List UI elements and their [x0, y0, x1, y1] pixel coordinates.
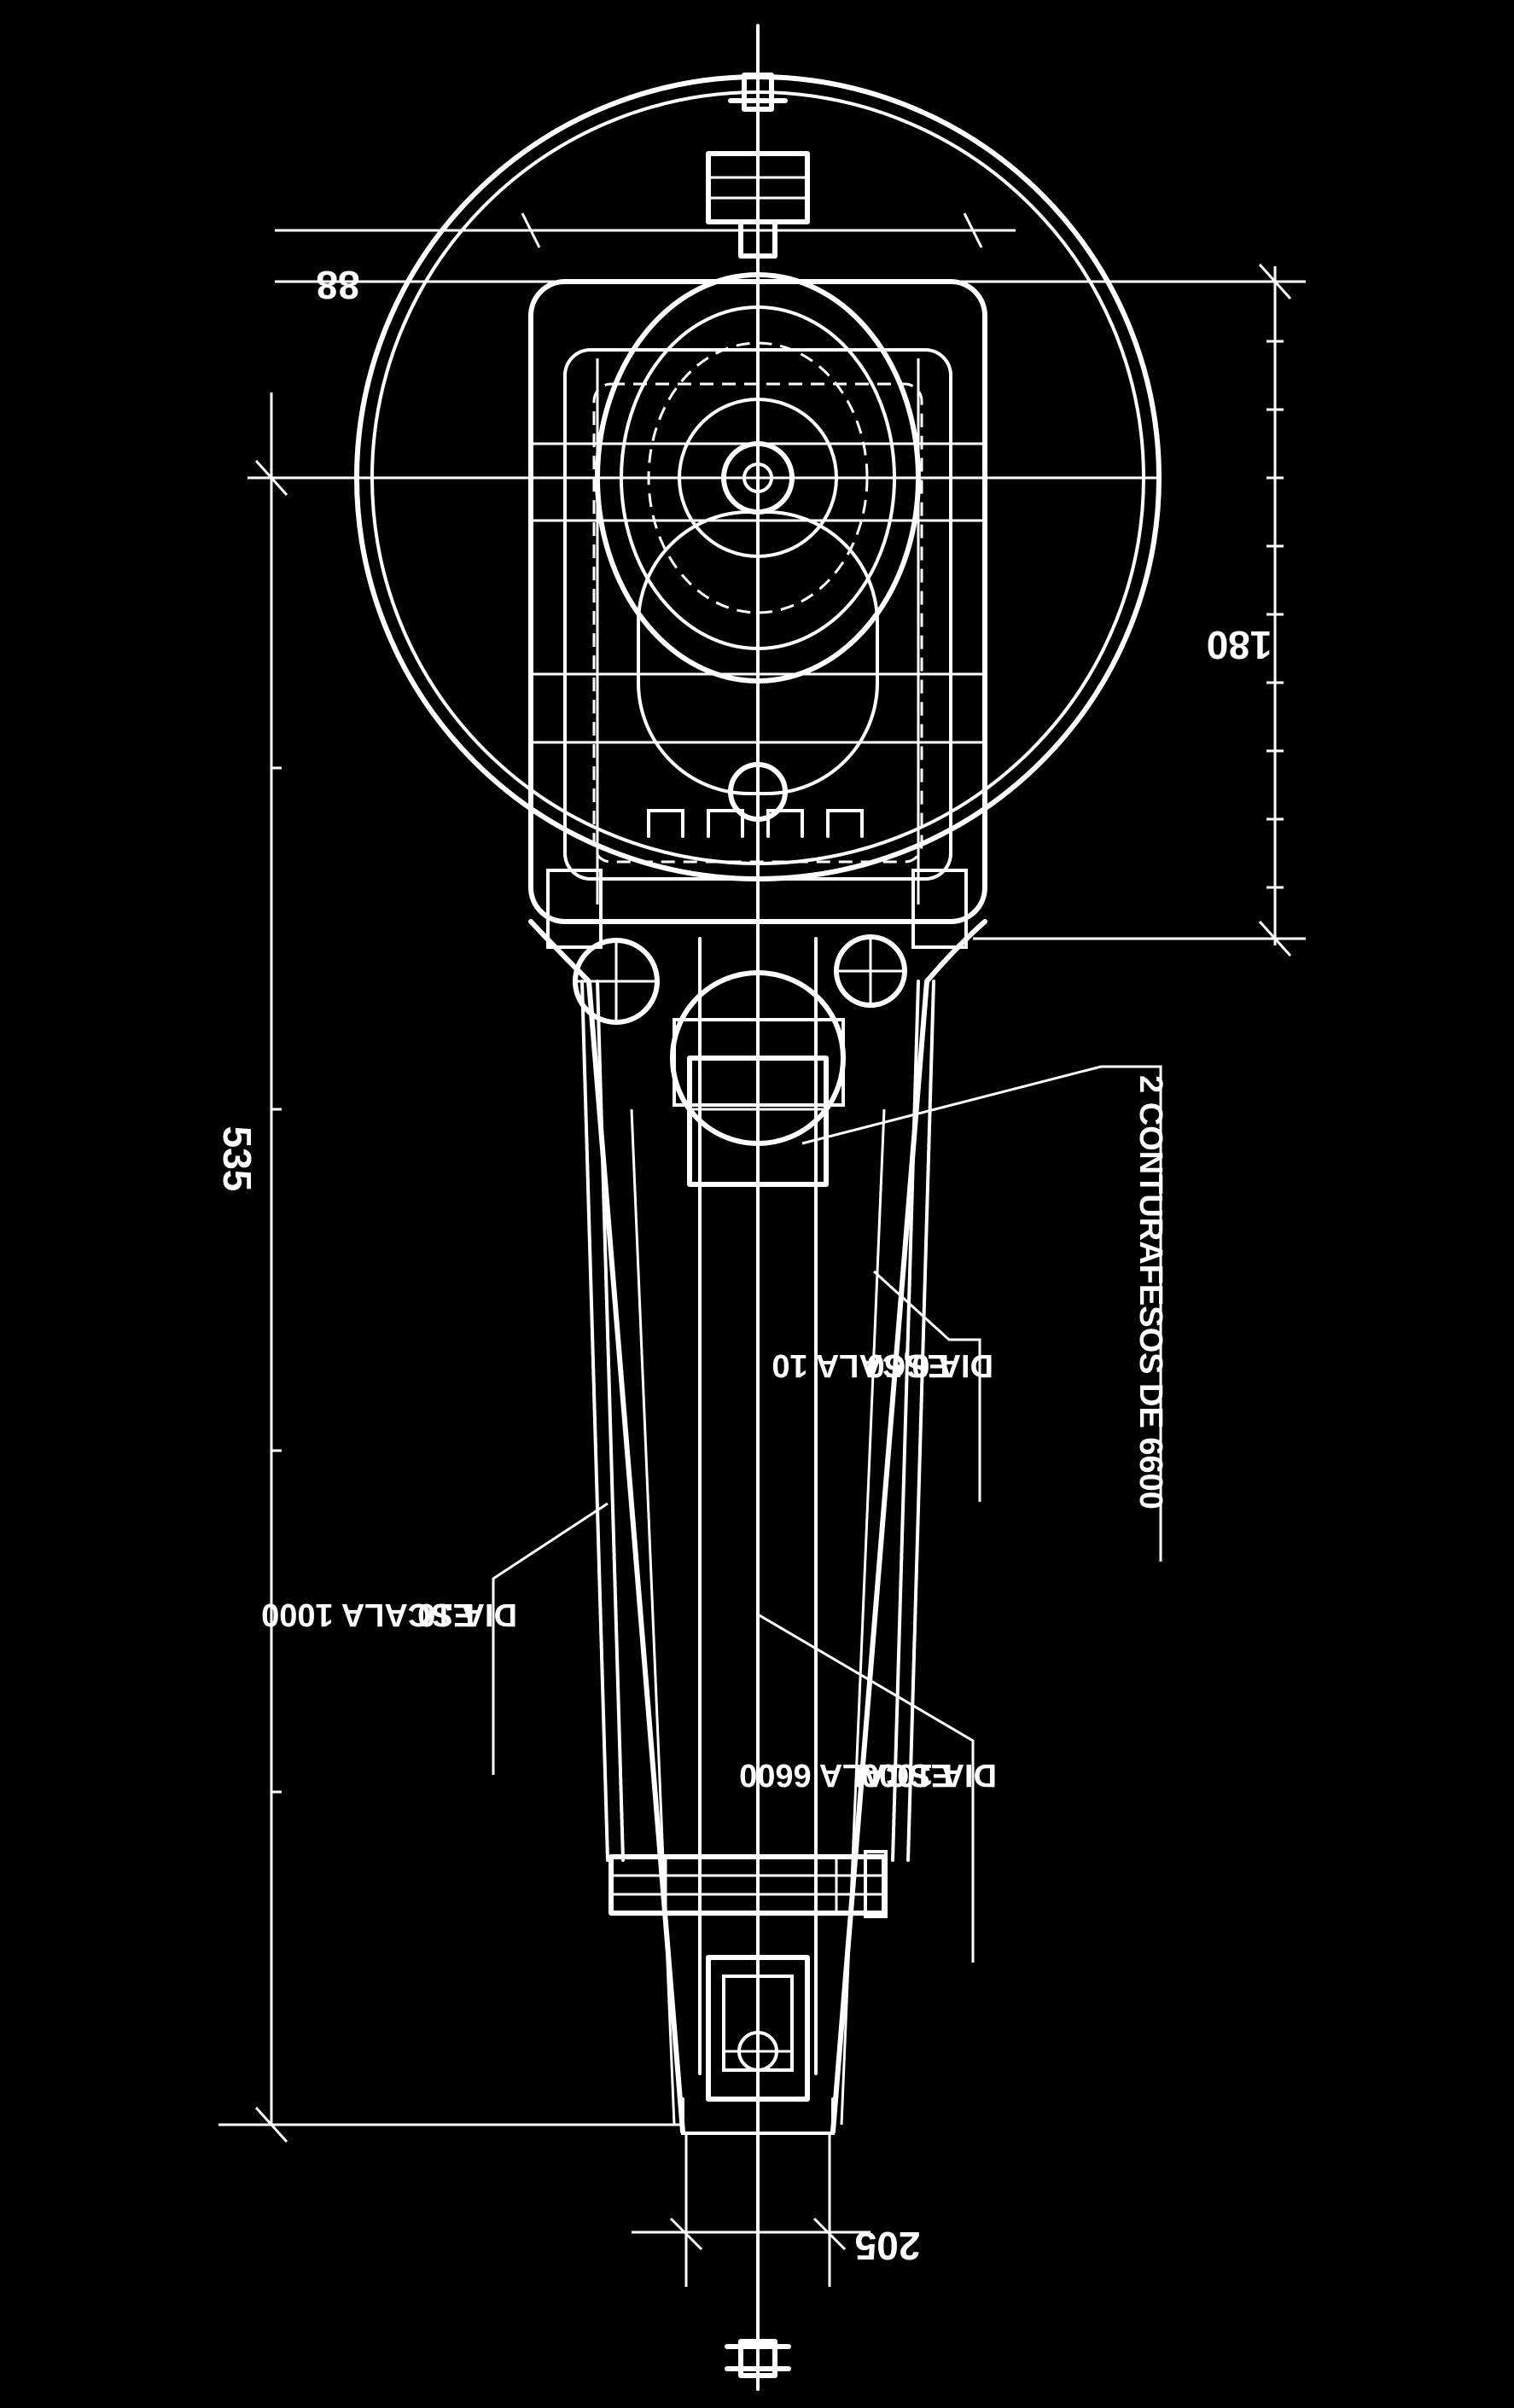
note-pipe-right-line2: ESCALA 6600 [739, 1757, 952, 1793]
compressor-unit [670, 970, 846, 1187]
lower-clamp [609, 1850, 888, 1918]
leader-pipe-left [492, 1502, 609, 1775]
note-pipe-upper-line2: ESCALA 10 [772, 1347, 949, 1383]
lower-brackets [546, 809, 968, 949]
dim-180-label: 180 [1207, 623, 1272, 667]
bottom-fitting [725, 2339, 791, 2378]
dimension-88 [275, 212, 1016, 283]
note-pipe-left-line2: ESCALA 1000 [261, 1597, 475, 1632]
hub-circle [728, 762, 788, 822]
dimension-535 [218, 393, 1161, 2143]
side-pulleys [573, 934, 907, 1025]
dim-88-label: 88 [316, 263, 359, 307]
dimension-205 [632, 2133, 871, 2287]
note-pipe-right-line1: DIA 1000 [861, 1757, 997, 1793]
dimension-180 [913, 263, 1306, 957]
housing-frame [528, 279, 987, 924]
lower-connector [681, 1955, 835, 2135]
leader-pipe-right [757, 1613, 975, 1963]
dim-205-label: 205 [855, 2224, 921, 2268]
tapered-arm [528, 919, 987, 2134]
dim-535-label: 535 [215, 1126, 259, 1192]
leader-compressors [801, 1065, 1162, 1562]
note-compressors: 2 CONTURAFESOS DE 6600 [1133, 1075, 1168, 1509]
note-pipe-upper-line1: DIA 0,50 [866, 1347, 993, 1383]
leader-pipe-upper [872, 1270, 981, 1502]
note-pipe-left-line1: DIA 10 [417, 1597, 517, 1632]
